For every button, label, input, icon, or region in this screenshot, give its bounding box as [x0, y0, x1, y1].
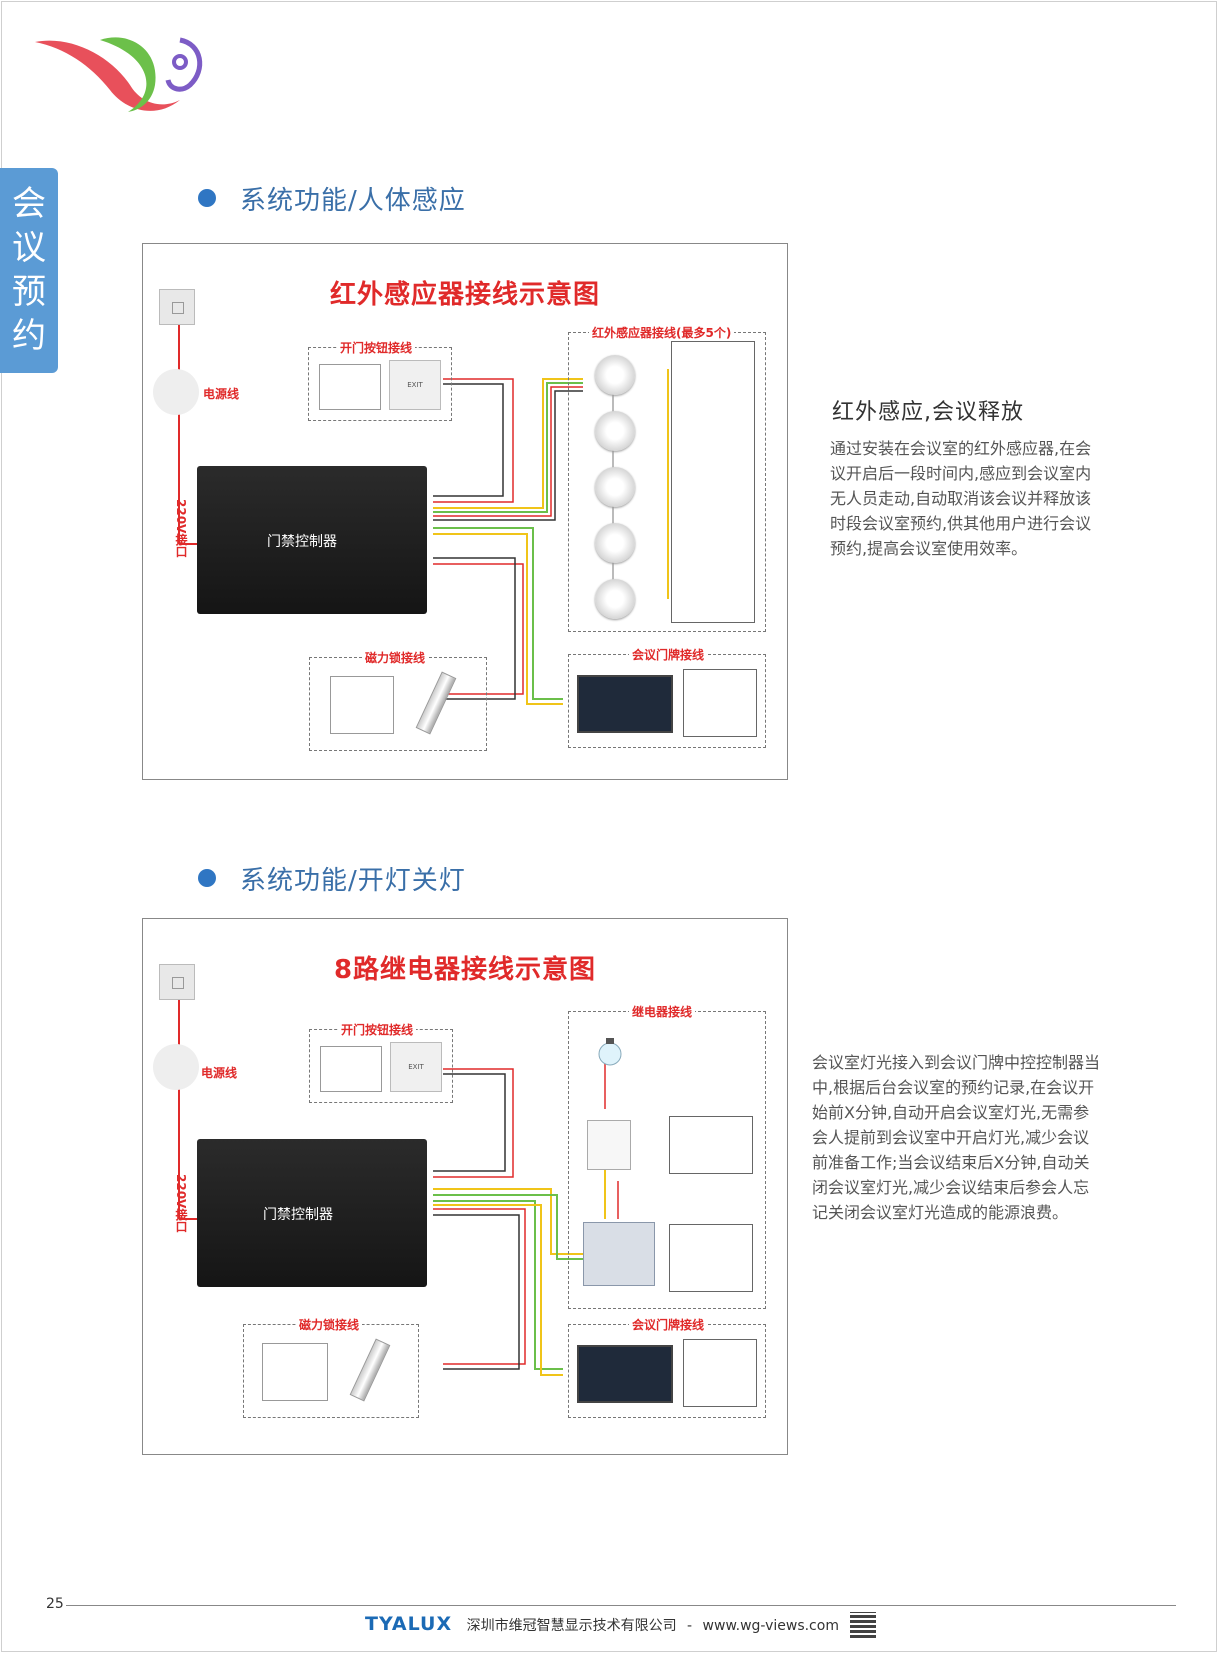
- wall-socket-icon: [159, 964, 195, 1000]
- footer-separator: -: [687, 1618, 693, 1634]
- section1-title: 系统功能/人体感应: [198, 180, 466, 217]
- exit-button-icon: EXIT: [390, 1042, 442, 1092]
- door-button-table: [319, 364, 381, 410]
- company-logo: [35, 37, 203, 113]
- bullet-icon: [198, 189, 216, 207]
- maglock-box: 磁力锁接线: [243, 1316, 419, 1418]
- section2-body: 会议室灯光接入到会议门牌中控控制器当中,根据后台会议室的预约记录,在会议开始前X…: [812, 1053, 1101, 1222]
- infrared-sensor-icon: [595, 467, 635, 507]
- doorplate-wiring-table: [683, 669, 757, 737]
- maglock-icon: [415, 671, 457, 735]
- section2-title-text: 系统功能/开灯关灯: [240, 866, 466, 896]
- section1-body: 通过安装在会议室的红外感应器,在会议开启后一段时间内,感应到会议室内无人员走动,…: [830, 439, 1092, 558]
- power-cord-icon: [153, 369, 199, 415]
- infrared-wiring-diagram: 红外感应器接线示意图 电源线 220V接口 门禁控制器 开门按钮接线 EXIT: [142, 243, 788, 780]
- side-tab: 会 议 预 约: [0, 168, 58, 373]
- section2-title: 系统功能/开灯关灯: [198, 860, 466, 897]
- company-name: 深圳市维冠智慧显示技术有限公司: [466, 1618, 677, 1634]
- door-button-table: [320, 1046, 382, 1092]
- door-button-label: 开门按钮接线: [337, 339, 416, 356]
- doorplate-screen: [577, 1345, 673, 1403]
- side-tab-char: 会: [12, 184, 46, 224]
- section1-title-text: 系统功能/人体感应: [240, 186, 466, 216]
- side-tab-char: 约: [12, 316, 46, 356]
- infrared-sensor-icon: [595, 523, 635, 563]
- doorplate-label: 会议门牌接线: [629, 1316, 708, 1333]
- relay-wiring-table: [669, 1224, 753, 1292]
- doorplate-box: 会议门牌接线: [568, 1316, 766, 1418]
- port-label: 220V接口: [174, 499, 188, 558]
- infrared-sensor-icon: [595, 355, 635, 395]
- power-label: 电源线: [201, 1066, 238, 1080]
- exit-button-icon: EXIT: [389, 360, 441, 410]
- maglock-table: [262, 1343, 328, 1401]
- controller-label: 门禁控制器: [267, 534, 337, 550]
- relay-module-icon: [583, 1222, 655, 1286]
- power-label: 电源线: [203, 387, 240, 401]
- maglock-icon: [349, 1338, 391, 1402]
- maglock-label: 磁力锁接线: [362, 649, 429, 666]
- footer-divider: [66, 1605, 1176, 1606]
- side-tab-char: 预: [12, 272, 46, 312]
- sensor-label: 红外感应器接线(最多5个): [589, 324, 735, 341]
- sensor-box: 红外感应器接线(最多5个): [568, 324, 766, 632]
- port-label: 220V接口: [174, 1174, 188, 1233]
- door-button-label: 开门按钮接线: [338, 1021, 417, 1038]
- relay-wiring-diagram: 8路继电器接线示意图 电源线 220V接口 门禁控制器 开门按钮接线 EXIT …: [142, 918, 788, 1455]
- website-link[interactable]: www.wg-views.com: [702, 1618, 839, 1634]
- brand-logo: TYALUX: [365, 1613, 453, 1635]
- page-number: 25: [46, 1596, 64, 1612]
- qr-code-icon: [850, 1612, 876, 1638]
- switch-wiring-table: [669, 1116, 753, 1174]
- doorplate-label: 会议门牌接线: [629, 646, 708, 663]
- footer: TYALUX 深圳市维冠智慧显示技术有限公司 - www.wg-views.co…: [365, 1613, 839, 1635]
- side-tab-char: 议: [12, 228, 46, 268]
- doorplate-screen: [577, 675, 673, 733]
- maglock-table: [330, 676, 394, 734]
- doorplate-box: 会议门牌接线: [568, 646, 766, 748]
- infrared-sensor-icon: [595, 579, 635, 619]
- light-bulb-icon: [598, 1038, 622, 1066]
- doorplate-wiring-table: [683, 1339, 757, 1407]
- access-controller: 门禁控制器: [197, 466, 427, 614]
- maglock-box: 磁力锁接线: [309, 649, 487, 751]
- door-button-box: 开门按钮接线 EXIT: [309, 1021, 453, 1103]
- controller-label: 门禁控制器: [263, 1207, 333, 1223]
- wall-socket-icon: [159, 289, 195, 325]
- diagram1-title: 红外感应器接线示意图: [329, 280, 600, 310]
- wall-switch-icon: [587, 1120, 631, 1170]
- maglock-label: 磁力锁接线: [296, 1316, 363, 1333]
- relay-box: 继电器接线: [568, 1003, 766, 1309]
- power-cord-icon: [153, 1044, 199, 1090]
- diagram2-title: 8路继电器接线示意图: [333, 955, 597, 985]
- bullet-icon: [198, 869, 216, 887]
- access-controller: 门禁控制器: [197, 1139, 427, 1287]
- door-button-box: 开门按钮接线 EXIT: [308, 339, 452, 421]
- infrared-sensor-icon: [595, 411, 635, 451]
- section1-heading: 红外感应,会议释放: [832, 400, 1024, 425]
- sensor-wiring-table: [671, 341, 755, 623]
- relay-label: 继电器接线: [629, 1003, 696, 1020]
